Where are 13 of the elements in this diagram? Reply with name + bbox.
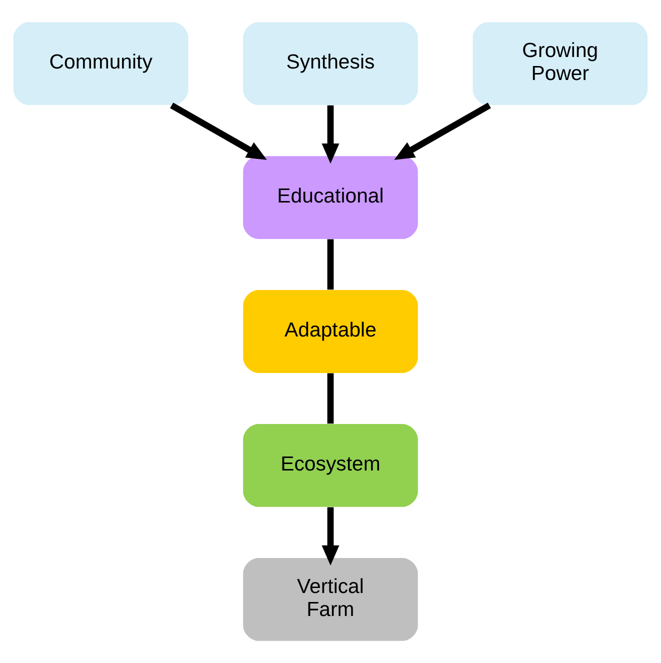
arrow: [322, 105, 340, 164]
node-box: Community: [13, 22, 188, 106]
node-box: Educational: [243, 156, 418, 239]
node-box: Synthesis: [243, 22, 418, 106]
arrow: [394, 102, 491, 160]
node-box: Adaptable: [243, 290, 418, 373]
connector: [327, 373, 334, 424]
node-box: Ecosystem: [243, 424, 418, 507]
node-box: Vertical Farm: [243, 558, 418, 641]
arrow: [322, 507, 340, 566]
node-box: Growing Power: [472, 22, 648, 106]
connector: [327, 239, 334, 290]
arrow: [170, 102, 267, 160]
